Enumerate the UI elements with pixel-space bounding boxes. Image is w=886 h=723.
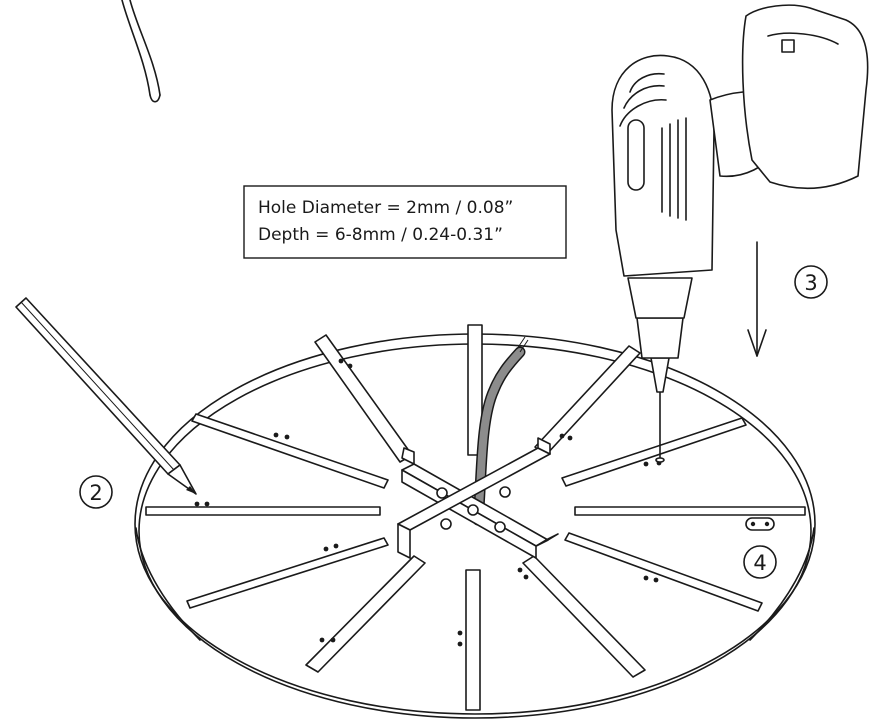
- mount-bracket: [397, 437, 559, 559]
- step-3-number: 3: [804, 271, 817, 295]
- step-2-marker: 2: [79, 475, 113, 509]
- slot-right-upper: [561, 417, 747, 487]
- hole-diameter-text: Hole Diameter = 2mm / 0.08”: [258, 198, 513, 218]
- radial-slots: [145, 324, 806, 711]
- step-3-marker: 3: [794, 265, 828, 299]
- slot-right-lower: [564, 532, 763, 612]
- cordless-drill-icon: [611, 4, 869, 463]
- step-4-marker: 4: [743, 545, 777, 579]
- hanging-cable: [121, 0, 161, 103]
- down-arrow-icon: [747, 241, 767, 357]
- slot-left: [145, 506, 381, 516]
- slot-left-lower: [186, 537, 389, 609]
- spec-box: Hole Diameter = 2mm / 0.08” Depth = 6-8m…: [243, 185, 567, 259]
- slot-bottom: [465, 569, 481, 711]
- pencil-icon: [15, 297, 197, 495]
- step-2-number: 2: [89, 481, 102, 505]
- slot-right: [574, 506, 806, 516]
- hole-marks: [194, 358, 662, 647]
- small-bracket: [745, 517, 775, 531]
- slot-bottom-right: [522, 555, 646, 678]
- base-plate: [134, 333, 816, 719]
- step-4-number: 4: [753, 551, 766, 575]
- depth-text: Depth = 6-8mm / 0.24-0.31”: [258, 225, 503, 245]
- slot-left-upper: [191, 413, 389, 489]
- slot-bottom-left: [305, 555, 426, 673]
